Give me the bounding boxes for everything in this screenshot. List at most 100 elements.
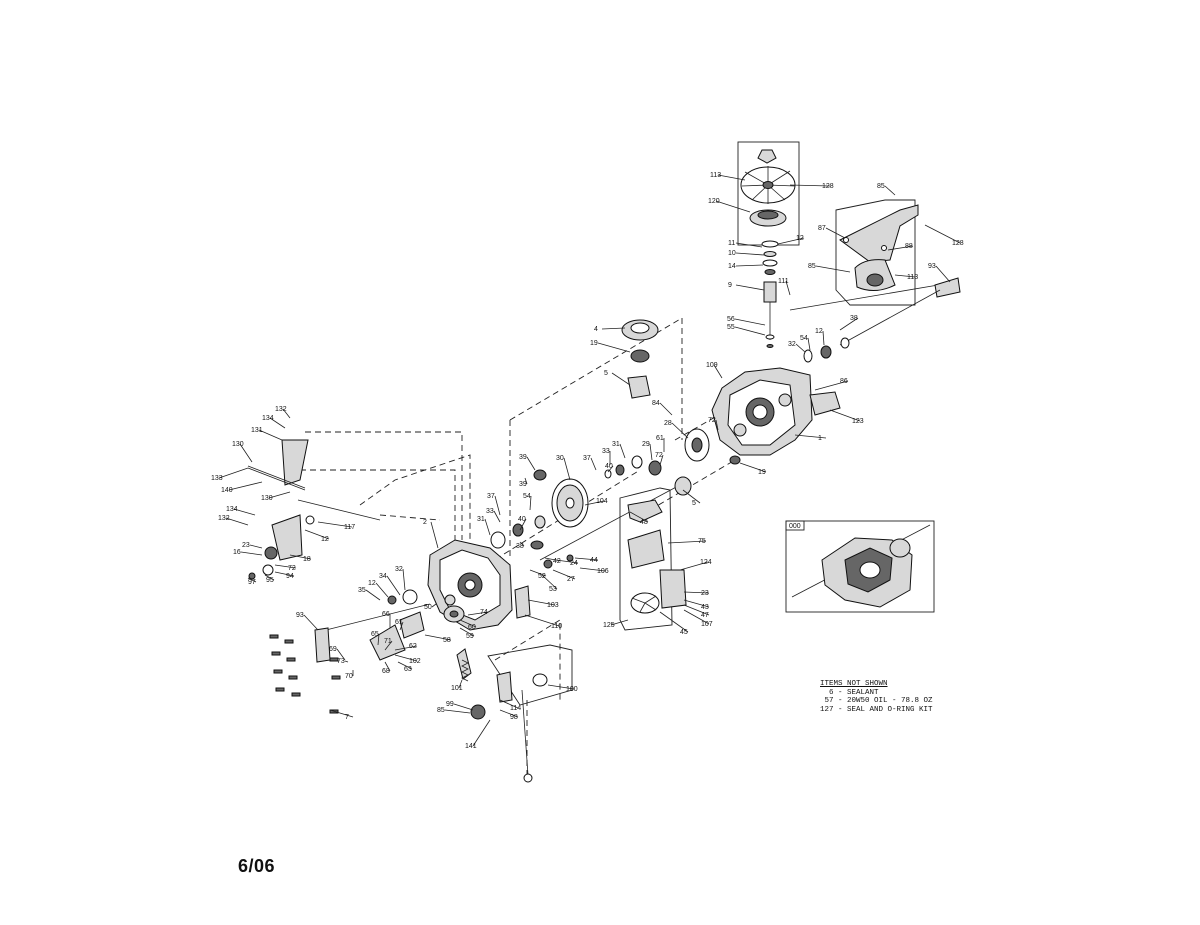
callout-number: 7 [345, 714, 349, 721]
callout-leader [365, 589, 381, 601]
callout-leader [795, 343, 806, 353]
brake-plate-103 [514, 585, 531, 619]
callout-number: 1 [818, 435, 822, 442]
callout-leader [397, 661, 413, 670]
callout-leader [258, 429, 283, 441]
callout-leader [649, 443, 653, 461]
callout-labels: 1131281201211101495655851288788851139311… [211, 172, 964, 750]
callout-number: 58 [443, 637, 451, 644]
callout-leader [527, 599, 556, 606]
callout-number: 55 [727, 324, 735, 331]
callout-leader [829, 409, 861, 422]
callout-leader [924, 224, 961, 244]
callout-number: 63 [404, 666, 412, 673]
callout-leader [394, 654, 418, 662]
callout-number: 35 [358, 587, 366, 594]
callout-number: 88 [905, 243, 913, 250]
callout-number: 107 [701, 621, 713, 628]
callout-number: 12 [815, 328, 823, 335]
callout-number: 40 [605, 463, 613, 470]
callout-leader [430, 521, 439, 549]
gear-stack-upper [533, 455, 662, 481]
callout-leader [269, 417, 286, 429]
shift-arm-assembly [314, 611, 472, 680]
callout-number: 131 [251, 427, 263, 434]
callout-number: 33 [602, 448, 610, 455]
callout-leader [667, 540, 707, 544]
callout-number: 14 [728, 263, 736, 270]
callout-leader [659, 611, 689, 633]
callout-leader [597, 342, 631, 353]
callout-leader [611, 372, 631, 386]
callout-number: 24 [570, 560, 578, 567]
callout-number: 61 [395, 619, 403, 626]
callout-leader [394, 645, 418, 651]
callout-leader [336, 648, 346, 661]
input-shaft-stack [761, 240, 779, 348]
callout-number: 73 [337, 658, 345, 665]
callout-leader [524, 477, 528, 485]
callout-number: 29 [642, 441, 650, 448]
callout-leader [579, 567, 606, 572]
callout-number: 68 [382, 668, 390, 675]
callout-number: 52 [538, 573, 546, 580]
callout-leader [529, 569, 547, 577]
callout-number: 93 [296, 612, 304, 619]
callout-leader [377, 633, 380, 646]
callout-leader [590, 457, 597, 471]
callout-number: 132 [218, 515, 230, 522]
callout-number: 101 [451, 685, 463, 692]
callout-leader [659, 454, 664, 466]
callout-leader [629, 511, 649, 523]
center-section-box [619, 487, 687, 631]
callout-number: 42 [553, 558, 561, 565]
callout-leader [344, 660, 349, 663]
callout-leader [472, 719, 491, 747]
callout-leader [494, 495, 501, 516]
callout-number: 100 [566, 686, 578, 693]
callout-number: 128 [822, 183, 834, 190]
callout-number: 72 [655, 452, 663, 459]
callout-leader [894, 274, 916, 278]
callout-leader [683, 591, 710, 594]
callout-leader [807, 337, 811, 351]
callout-number: 56 [727, 316, 735, 323]
callout-number: 110 [551, 623, 562, 630]
callout-leader [424, 634, 452, 641]
callout-leader [375, 582, 389, 598]
callout-leader [683, 599, 710, 608]
spur-gear-30 [551, 478, 589, 528]
callout-leader [739, 462, 767, 473]
callout-number: 102 [409, 658, 421, 665]
callout-leader [683, 604, 710, 616]
callout-leader [735, 284, 765, 291]
callout-number: 140 [221, 487, 233, 494]
callout-number: 128 [952, 240, 964, 247]
callout-leader [444, 709, 471, 714]
callout-number: 4 [594, 326, 598, 333]
callout-leader [386, 575, 401, 596]
callout-number: 103 [547, 602, 559, 609]
callout-number: 65 [371, 631, 379, 638]
callout-leader [519, 541, 525, 547]
bearing-cluster [248, 546, 278, 580]
callout-number: 53 [549, 586, 557, 593]
callout-number: 32 [395, 566, 403, 573]
callout-number: 45 [680, 629, 688, 636]
callout-number: 134 [226, 506, 238, 513]
callout-leader [317, 521, 353, 528]
callout-number: 97 [248, 579, 256, 586]
callout-number: 18 [303, 556, 311, 563]
callout-number: 43 [701, 604, 709, 611]
callout-number: 38 [850, 315, 858, 322]
callout-number: 86 [840, 378, 848, 385]
callout-leader [233, 508, 256, 516]
callout-number: 9 [728, 282, 732, 289]
callout-number: 5 [692, 500, 696, 507]
callout-number: 75 [698, 538, 706, 545]
callout-number: 2 [423, 519, 427, 526]
callout-leader [544, 557, 562, 562]
callout-number: 61 [656, 435, 664, 442]
callout-number: 69 [329, 646, 337, 653]
